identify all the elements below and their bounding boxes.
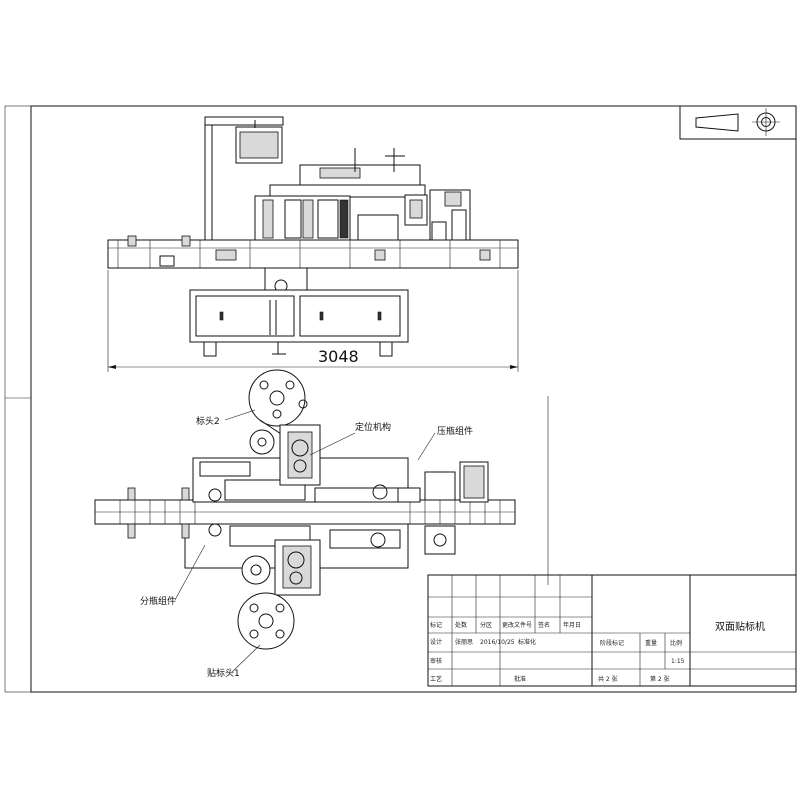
tb-approve: 批准 xyxy=(514,675,526,683)
tb-sign: 签名 xyxy=(538,621,550,629)
tb-row-label: 设计 xyxy=(430,638,442,646)
tb-scale: 1:15 xyxy=(671,658,685,665)
tb-row-label: 工艺 xyxy=(430,675,442,683)
callout-head-2: 标头2 xyxy=(196,415,220,427)
projection-symbol-icon xyxy=(679,105,797,140)
tb-qty: 处数 xyxy=(455,621,467,629)
tb-standardize: 标准化 xyxy=(518,638,536,646)
tb-designer: 张丽思 xyxy=(455,638,473,646)
top-view: 标头2 定位机构 压瓶组件 分瓶组件 贴标头1 xyxy=(94,369,516,679)
tb-row-label: 审核 xyxy=(430,657,442,665)
tb-row-label: 标记 xyxy=(430,621,442,629)
callout-positioning: 定位机构 xyxy=(355,421,391,433)
tb-sheet-no: 第 2 张 xyxy=(650,675,670,683)
tb-change-no: 更改文件号 xyxy=(502,621,532,629)
tb-design-date: 2016/10/25 xyxy=(480,639,515,646)
tb-zone: 分区 xyxy=(480,621,492,629)
tb-weight: 重量 xyxy=(645,639,657,647)
tb-sheet-total: 共 2 张 xyxy=(598,675,618,683)
title-block: 标记 设计 审核 工艺 处数 分区 更改文件号 签名 年月日 张丽思 2016/… xyxy=(427,574,797,687)
callout-separator: 分瓶组件 xyxy=(140,595,176,607)
tb-scale-label: 比例 xyxy=(670,639,682,647)
callout-press-brush: 压瓶组件 xyxy=(437,425,473,437)
dimension-width: 3048 xyxy=(318,347,359,366)
callout-head-1: 贴标头1 xyxy=(207,667,240,679)
inner-frame xyxy=(30,105,797,693)
tb-date: 年月日 xyxy=(563,621,581,629)
drawing-title: 双面贴标机 xyxy=(715,620,765,633)
tb-stage-mark: 阶段标记 xyxy=(600,639,624,647)
front-view: 3048 xyxy=(107,116,519,372)
